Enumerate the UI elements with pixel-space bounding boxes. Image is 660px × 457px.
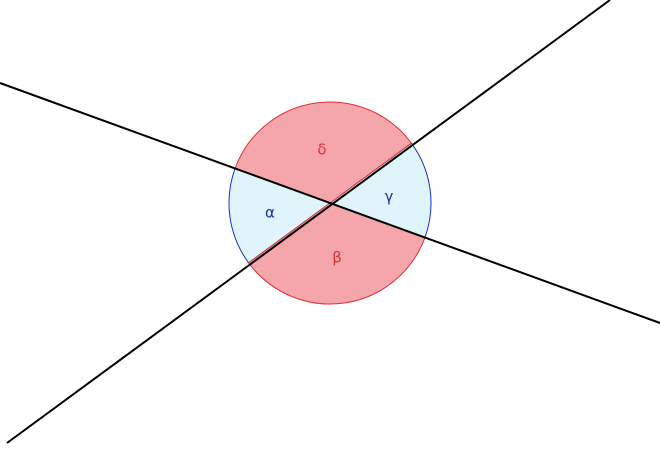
angle-gamma-sector (328, 142, 432, 239)
angle-alpha-label: α (265, 204, 275, 222)
angle-delta-label: δ (317, 141, 326, 159)
angle-gamma-label: γ (385, 188, 394, 206)
line-ascending (6, 0, 611, 444)
line-descending (0, 82, 660, 324)
angle-delta-sector (234, 101, 413, 204)
angle-alpha-sector (228, 167, 332, 264)
angle-beta-sector (247, 202, 426, 305)
angle-beta-label: β (332, 249, 342, 267)
